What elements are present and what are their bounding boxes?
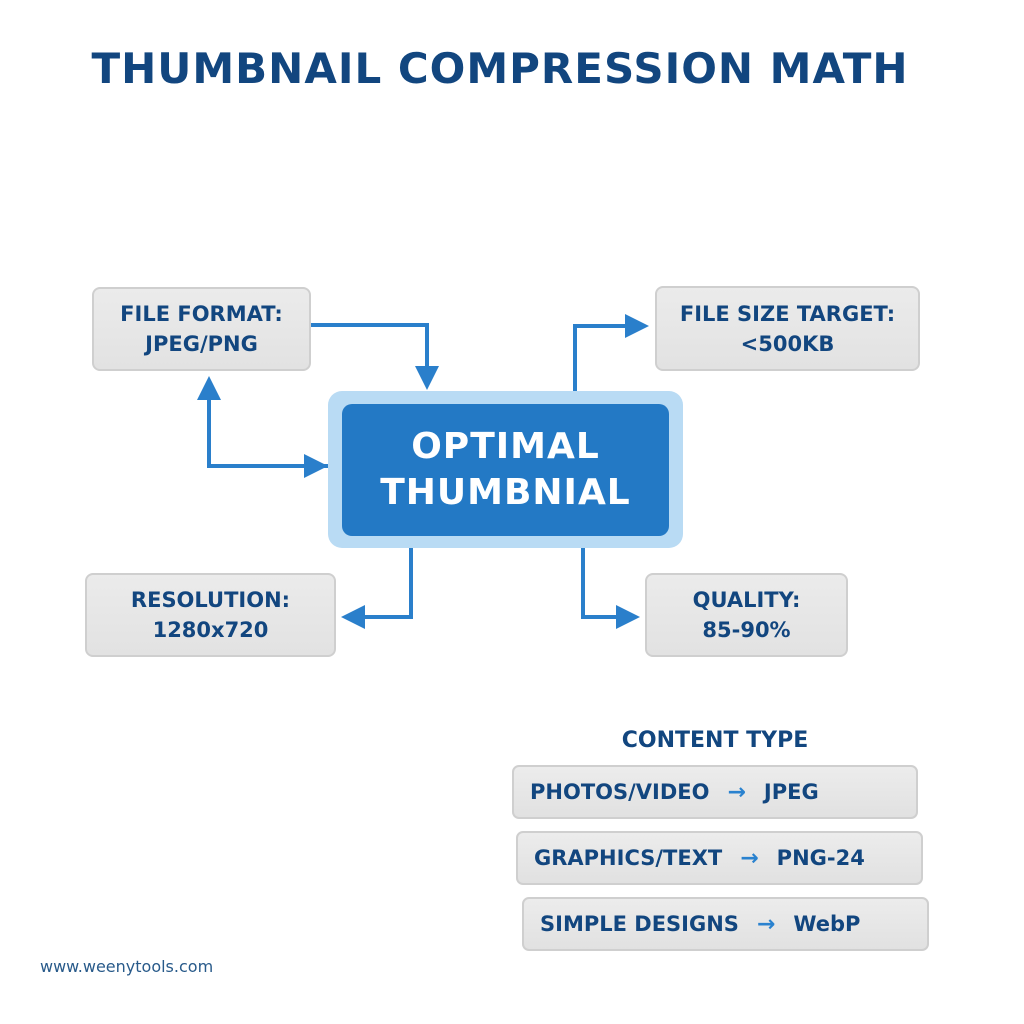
node-resolution: RESOLUTION: 1280x720: [85, 573, 336, 657]
content-target: JPEG: [763, 780, 819, 804]
arrow-center-to-size: [573, 314, 649, 391]
content-source: GRAPHICS/TEXT: [534, 846, 723, 870]
content-type-row: SIMPLE DESIGNS → WebP: [522, 897, 929, 951]
content-type-row: PHOTOS/VIDEO → JPEG: [512, 765, 918, 819]
right-arrow-icon: →: [756, 911, 776, 937]
node-file-format: FILE FORMAT: JPEG/PNG: [92, 287, 311, 371]
content-type-row: GRAPHICS/TEXT → PNG-24: [516, 831, 923, 885]
content-source: SIMPLE DESIGNS: [540, 912, 739, 936]
right-arrow-icon: →: [740, 845, 759, 871]
file-format-label: FILE FORMAT:: [120, 302, 283, 326]
resolution-label: RESOLUTION:: [130, 588, 291, 612]
arrow-center-to-resolution: [341, 548, 413, 629]
content-source: PHOTOS/VIDEO: [530, 780, 710, 804]
file-size-value: <500KB: [740, 331, 835, 356]
node-quality: QUALITY: 85-90%: [645, 573, 848, 657]
content-target: WebP: [793, 912, 861, 936]
center-node-optimal-thumbnail: OPTIMAL THUMBNIAL: [342, 404, 669, 536]
file-format-value: JPEG/PNG: [145, 332, 258, 356]
arrow-center-to-quality: [581, 548, 640, 629]
diagram-title: THUMBNAIL COMPRESSION MATH: [91, 44, 909, 93]
center-line-2: THUMBNIAL: [380, 472, 631, 513]
right-arrow-icon: →: [727, 779, 746, 805]
arrow-format-to-center: [311, 323, 439, 390]
file-size-label: FILE SIZE TARGET:: [679, 301, 896, 326]
arrow-center-to-format-up: [197, 376, 328, 468]
content-target: PNG-24: [776, 846, 865, 870]
content-type-title: CONTENT TYPE: [621, 728, 809, 753]
quality-value: 85-90%: [702, 618, 791, 642]
footer-website-link[interactable]: www.weenytools.com: [40, 957, 214, 976]
resolution-value: 1280x720: [152, 618, 269, 642]
center-line-1: OPTIMAL: [411, 426, 600, 467]
quality-label: QUALITY:: [692, 588, 801, 612]
node-file-size-target: FILE SIZE TARGET: <500KB: [655, 286, 920, 371]
